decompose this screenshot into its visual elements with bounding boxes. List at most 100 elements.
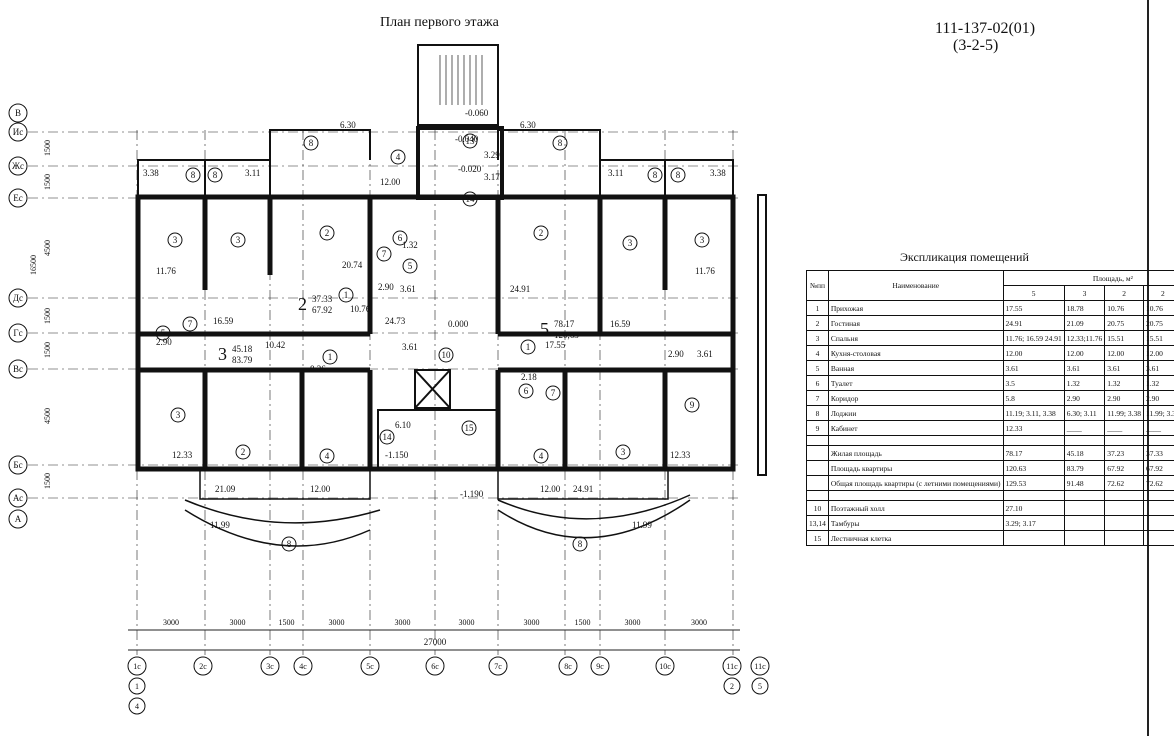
room-area: 2.18 [521,372,537,382]
room-number-circle [303,135,319,151]
stair-hatch [439,55,483,105]
room-number-circle [545,385,561,401]
left-dimension: 1500 [43,174,52,190]
room-number: 3 [236,235,241,245]
room-number-circle [461,420,477,436]
left-dimension: 1500 [43,473,52,489]
left-axis-bubble [8,323,28,343]
left-axis-label: А [15,514,22,524]
room-number: 7 [382,249,387,259]
cell-num: 9 [806,420,829,436]
room-area: 0.000 [448,319,469,329]
apartment-living-area: 78.17 [554,319,575,329]
room-area: 2.90 [378,282,394,292]
room-number-circle [615,444,631,460]
apartment-axis-label: 5 [758,682,762,691]
left-axis-label: В [15,108,21,118]
room-number: 8 [558,138,563,148]
apartment-living-area: 37.33 [312,294,333,304]
room-number: 4 [325,451,330,461]
cell-empty [1063,490,1106,501]
left-axis-label: Ас [13,493,23,503]
room-number-circle [402,258,418,274]
bottom-axis-label: 11с [754,662,766,671]
room-number: 10 [442,350,452,360]
cell-value: 3.29; 3.17 [1002,515,1065,531]
cell-value: 1.32 [1104,375,1144,391]
bottom-axis-bubble [193,656,213,676]
cell-empty [1104,490,1144,501]
room-number: 5 [161,328,166,338]
cell-value [1142,530,1174,546]
room-number: 8 [676,170,681,180]
cell-num: 4 [806,345,829,361]
room-area: 16.59 [213,316,234,326]
cell-num: 7 [806,390,829,406]
cell-value: 1.32 [1142,375,1174,391]
cell-num: 15 [806,530,829,546]
cell-value: 11.76; 16.59 24.91 [1002,330,1065,346]
loggia-area: 3.11 [245,168,260,178]
cell-value: 15.51 [1142,330,1174,346]
cell-empty [1142,490,1174,501]
room-area: -1.190 [460,489,484,499]
room-number: 15 [465,423,475,433]
apartment-axis-bubble [128,697,146,715]
bottom-axis-bubble [488,656,508,676]
document-code-line1: 111-137-02(01) [935,20,1036,37]
cell-name: Спальня [827,330,1004,346]
apt-type-2: 2 [1104,285,1144,301]
cell-empty [1142,435,1174,446]
room-number: 4 [396,152,401,162]
room-area: 12.33 [670,450,691,460]
cell-value: 20.75 [1142,315,1174,331]
cell-value: 27.10 [1002,500,1065,516]
apartment-type-number: 2 [298,294,307,314]
room-number: 8 [653,170,658,180]
room-number: 14 [383,432,393,442]
left-axis-bubble [8,188,28,208]
col-area-header: Площадь, м² [1002,270,1174,286]
bottom-axis-label: 5с [366,662,374,671]
room-number: 8 [213,170,218,180]
room-number-circle [518,383,534,399]
left-axis-label: Гс [13,328,22,338]
document-code: 111-137-02(01) (3-2-5) [935,20,1035,54]
room-area: 2.90 [668,349,684,359]
room-number-circle [235,444,251,460]
cell-name: Кабинет [827,420,1004,436]
bottom-axis-label: 10с [659,662,671,671]
cell-value: 3.61 [1142,360,1174,376]
room-number: 9 [690,400,695,410]
room-area: 11.99 [210,520,230,530]
cell-value: 18.78 [1063,300,1106,316]
cell-empty [806,490,829,501]
cell-num: 13,14 [806,515,829,531]
cell-value [1063,515,1106,531]
bottom-dimension: 3000 [459,618,475,627]
room-number-circle [167,232,183,248]
room-number-circle [185,167,201,183]
room-area: 21.09 [215,484,236,494]
room-number-circle [376,246,392,262]
room-area: 1.32 [402,240,418,250]
left-axis-label: Дс [13,293,23,303]
loggia-area: 3.38 [143,168,159,178]
bottom-dimension: 3000 [524,618,540,627]
bottom-dimension: 1500 [279,618,295,627]
cell-value: 2.90 [1142,390,1174,406]
left-axis-bubble [8,488,28,508]
room-number: 2 [325,228,330,238]
room-area: 3.61 [697,349,713,359]
apartment-axis-label: 1 [135,682,139,691]
room-area: 12.33 [172,450,193,460]
bottom-axis-bubble [590,656,610,676]
